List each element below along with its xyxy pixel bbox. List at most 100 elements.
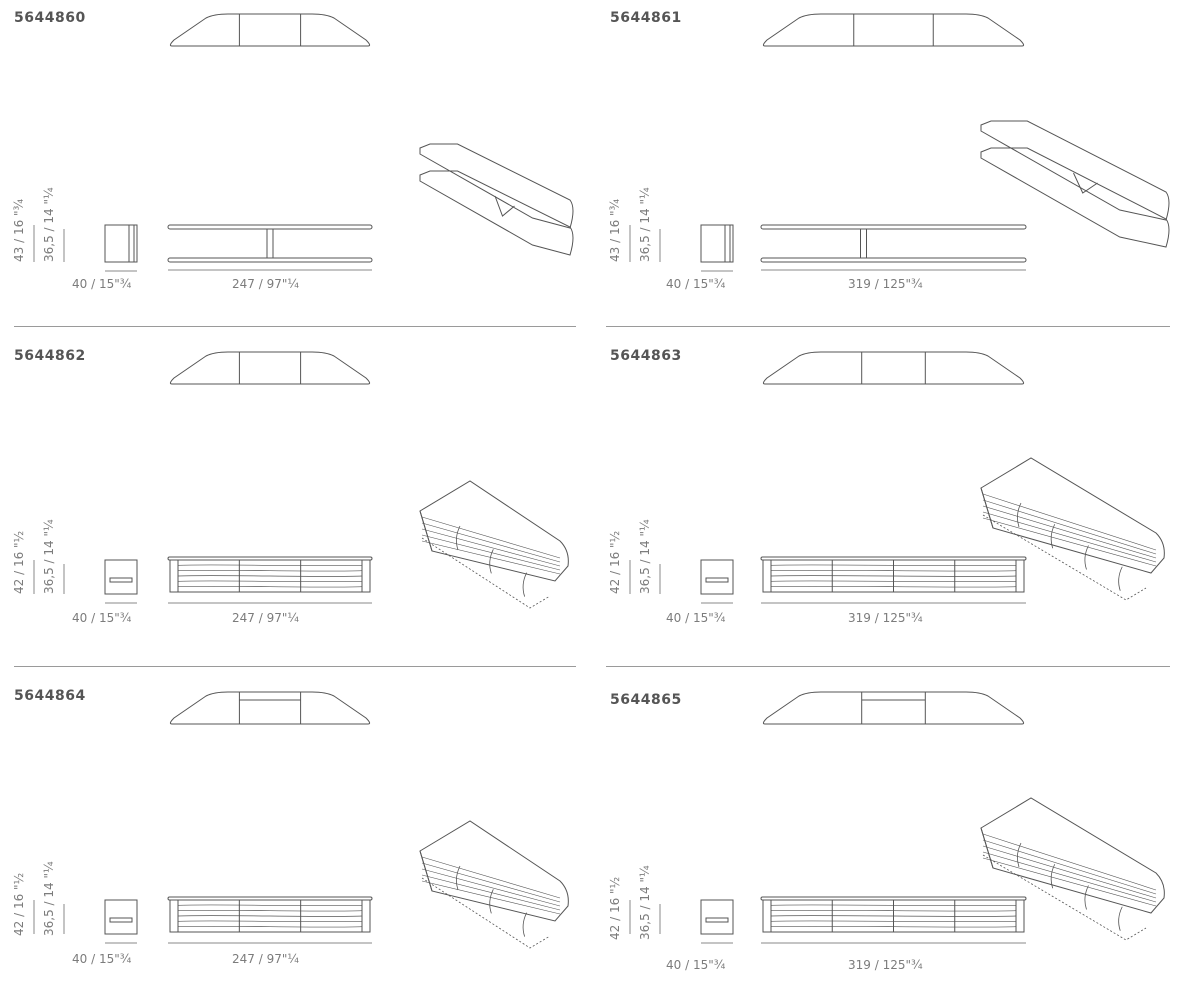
product-drawing: [629, 351, 1165, 604]
product-code: 5644863: [610, 348, 682, 364]
side-view-outline: [104, 899, 138, 935]
product-drawing: [33, 13, 574, 272]
perspective-slat: [421, 880, 561, 915]
product-cell-5644865: 5644865 42 / 16 "½ 36,5 / 14 "¼ 40 / 15"…: [596, 678, 1176, 1008]
perspective-shelf: [419, 170, 574, 256]
front-support: [266, 228, 274, 259]
width-label: 247 / 97"¼: [232, 277, 299, 291]
depth-label: 40 / 15"¾: [666, 611, 726, 625]
perspective-edge: [419, 850, 433, 892]
depth-label: 40 / 15"¾: [72, 277, 132, 291]
side-view-handle: [705, 917, 729, 923]
product-drawing: [33, 351, 569, 609]
front-slat-line: [177, 575, 363, 577]
perspective-edge: [419, 510, 433, 552]
product-cell-5644860: 5644860 43 / 16 "¾ 36,5 / 14 "¼ 40 / 15"…: [0, 0, 580, 330]
width-label: 319 / 125"¾: [848, 611, 923, 625]
front-top-shelf: [760, 224, 1027, 230]
inner-height-label: 36,5 / 14 "¼: [638, 865, 652, 940]
perspective-slat: [982, 833, 1157, 891]
inner-height-label: 36,5 / 14 "¼: [42, 187, 56, 262]
side-view-outline: [700, 559, 734, 595]
front-body: [169, 899, 371, 933]
product-code: 5644861: [610, 10, 682, 26]
perspective-slat: [982, 511, 1157, 563]
perspective-slat: [982, 851, 1157, 903]
front-slat-line: [177, 904, 363, 907]
divider: [606, 326, 1170, 327]
front-slat-line: [177, 909, 363, 912]
perspective-shelf: [980, 147, 1170, 248]
product-drawing: [33, 691, 569, 949]
front-top-shelf: [167, 224, 373, 230]
depth-label: 40 / 15"¾: [666, 277, 726, 291]
front-slat-line: [177, 925, 363, 928]
front-slat-line: [770, 920, 1017, 923]
perspective-slat: [982, 517, 1157, 567]
perspective-shelf: [419, 143, 574, 229]
product-code: 5644862: [14, 348, 86, 364]
total-height-label: 42 / 16 "½: [608, 876, 622, 940]
plan-view-outline: [762, 13, 1025, 47]
inner-height-label: 36,5 / 14 "¼: [638, 519, 652, 594]
perspective-slat: [421, 868, 561, 907]
product-code: 5644865: [610, 692, 682, 708]
door-arrow-icon: [1050, 864, 1056, 889]
front-slat-line: [770, 564, 1017, 567]
depth-label: 40 / 15"¾: [666, 958, 726, 972]
door-arrow-icon: [522, 572, 528, 597]
product-drawing: [629, 13, 1170, 272]
perspective-body: [419, 820, 569, 922]
perspective-slat: [421, 540, 561, 575]
door-arrow-icon: [489, 889, 494, 914]
side-view-outline: [104, 559, 138, 595]
front-body: [169, 559, 371, 593]
perspective-slat: [982, 505, 1157, 559]
plan-view-outline: [762, 691, 1025, 725]
width-label: 247 / 97"¼: [232, 952, 299, 966]
perspective-slat: [982, 839, 1157, 895]
plan-view-outline: [762, 351, 1025, 385]
total-height-label: 42 / 16 "½: [12, 872, 26, 936]
side-view-handle: [705, 577, 729, 583]
side-view-handle: [109, 577, 133, 583]
front-slat-line: [177, 569, 363, 572]
width-label: 247 / 97"¼: [232, 611, 299, 625]
perspective-body: [419, 480, 569, 582]
perspective-slat: [421, 522, 561, 563]
product-cell-5644861: 5644861 43 / 16 "¾ 36,5 / 14 "¼ 40 / 15"…: [596, 0, 1176, 330]
door-arrow-icon: [1050, 524, 1056, 549]
front-slat-line: [770, 585, 1017, 588]
perspective-door-swing: [982, 854, 1147, 941]
divider: [606, 666, 1170, 667]
inner-height-label: 36,5 / 14 "¼: [42, 519, 56, 594]
door-arrow-icon: [456, 865, 461, 891]
door-arrow-icon: [456, 525, 461, 551]
plan-view-outline: [169, 13, 371, 47]
front-slat-line: [177, 920, 363, 923]
product-code: 5644864: [14, 688, 86, 704]
door-arrow-icon: [1118, 566, 1123, 591]
product-cell-5644864: 5644864 42 / 16 "½ 36,5 / 14 "¼ 40 / 15"…: [0, 678, 580, 1008]
door-arrow-icon: [1084, 885, 1089, 910]
door-arrow-icon: [522, 912, 528, 937]
front-bottom-shelf: [167, 257, 373, 263]
front-slat-line: [177, 915, 363, 917]
front-slat-line: [770, 915, 1017, 917]
divider: [14, 666, 576, 667]
front-slat-line: [177, 564, 363, 567]
total-height-label: 42 / 16 "½: [608, 530, 622, 594]
total-height-label: 43 / 16 "¾: [608, 198, 622, 262]
front-slat-line: [770, 569, 1017, 572]
width-label: 319 / 125"¾: [848, 277, 923, 291]
door-arrow-icon: [1084, 545, 1089, 570]
perspective-slat: [982, 857, 1157, 907]
front-slat-line: [770, 925, 1017, 928]
side-view-outline: [700, 899, 734, 935]
width-label: 319 / 125"¾: [848, 958, 923, 972]
door-arrow-icon: [1017, 502, 1022, 528]
door-arrow-icon: [489, 549, 494, 574]
perspective-door-swing: [421, 537, 551, 609]
perspective-body: [980, 797, 1165, 914]
